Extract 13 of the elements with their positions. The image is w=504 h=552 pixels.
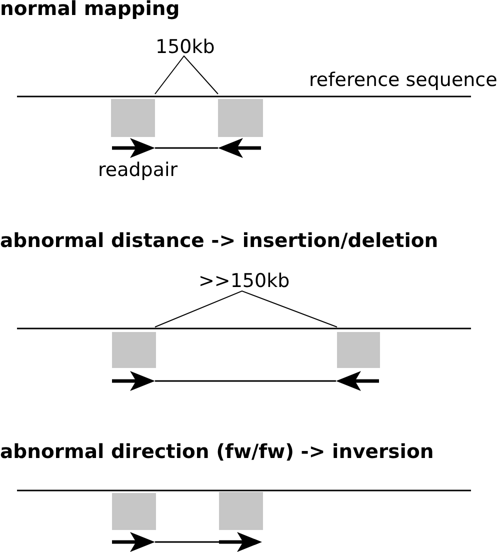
read-block bbox=[218, 99, 263, 137]
read-block bbox=[337, 332, 380, 368]
section-heading: normal mapping bbox=[0, 0, 180, 18]
sequence-label: reference sequence bbox=[309, 71, 498, 90]
section-heading: abnormal distance -> insertion/deletion bbox=[0, 230, 438, 250]
distance-label: 150kb bbox=[156, 38, 215, 57]
read-block bbox=[111, 99, 155, 137]
read-pair-label: readpair bbox=[98, 161, 178, 180]
read-block bbox=[112, 493, 156, 530]
read-block bbox=[112, 332, 156, 368]
section-heading: abnormal direction (fw/fw) -> inversion bbox=[0, 442, 434, 461]
read-block bbox=[219, 492, 263, 530]
distance-label: >>150kb bbox=[198, 272, 290, 291]
